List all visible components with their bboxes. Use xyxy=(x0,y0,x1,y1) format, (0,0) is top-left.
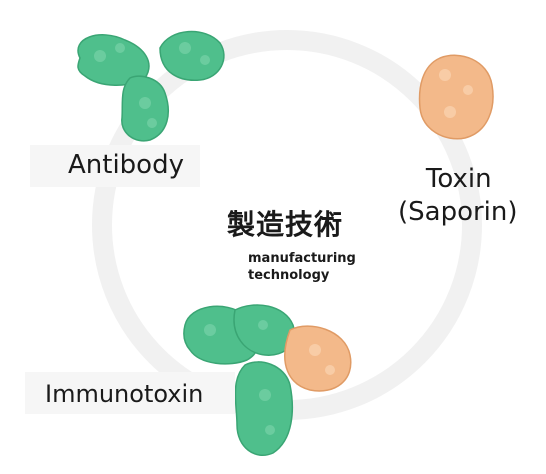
center-subtitle-line2: technology xyxy=(248,268,330,283)
antibody-label: Antibody xyxy=(68,150,184,180)
center-title: 製造技術 xyxy=(227,208,344,241)
toxin-label: Toxin (Saporin) xyxy=(398,163,518,229)
center-subtitle-line1: manufacturing xyxy=(248,251,356,266)
immunotoxin-label-background xyxy=(25,372,235,414)
toxin-name: Toxin xyxy=(425,164,492,194)
center-subtitle: manufacturing technology xyxy=(248,250,356,284)
saporin-toxin-molecule xyxy=(418,54,494,140)
antibody-molecule xyxy=(77,30,225,142)
toxin-subname: (Saporin) xyxy=(398,197,518,227)
antibody-label-background xyxy=(30,145,200,187)
immunotoxin-label: Immunotoxin xyxy=(45,380,204,408)
immunotoxin-molecule xyxy=(183,304,352,456)
